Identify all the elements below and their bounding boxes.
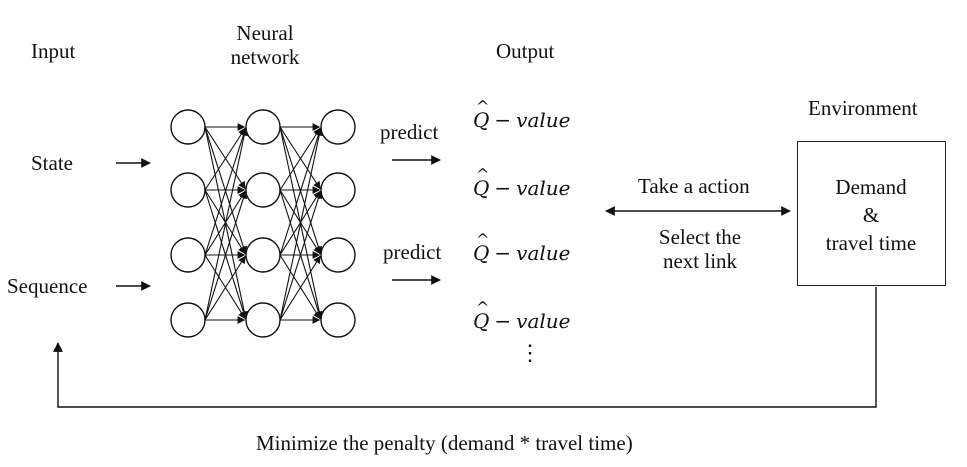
network-node: [245, 172, 281, 208]
environment-ampersand-text: &: [862, 203, 880, 227]
minimize-penalty-label: Minimize the penalty (demand * travel ti…: [256, 431, 633, 455]
network-edge: [204, 254, 246, 320]
q-value-word: value: [516, 176, 571, 200]
q-value-4: ^Q−value: [473, 298, 571, 333]
input-header: Input: [31, 39, 76, 63]
network-edge: [204, 255, 246, 321]
feedback-loop-arrow: [53, 287, 877, 408]
select-next-link-label: Select the next link: [630, 225, 770, 273]
q-minus: −: [494, 176, 512, 200]
q-symbol: ^Q: [473, 97, 490, 132]
environment-box-text: Demand & travel time: [798, 173, 944, 257]
q-value-1: ^Q−value: [473, 97, 571, 132]
q-hat-symbol: ^: [476, 298, 490, 317]
network-edge: [279, 255, 321, 321]
predict-label-top: predict: [380, 120, 439, 144]
network-node: [320, 302, 356, 338]
q-symbol: ^Q: [473, 298, 490, 333]
output-ellipsis: ⋮: [519, 340, 541, 365]
select-next-link-line2: next link: [662, 249, 738, 273]
q-hat-symbol: ^: [476, 230, 490, 249]
q-value-2: ^Q−value: [473, 165, 571, 200]
network-edge: [279, 127, 321, 191]
network-edge: [204, 127, 246, 191]
state-label: State: [31, 151, 73, 175]
environment-header: Environment: [808, 96, 918, 120]
output-header: Output: [496, 39, 555, 63]
environment-demand-text: Demand: [835, 175, 907, 199]
network-edge: [279, 189, 321, 255]
q-symbol: ^Q: [473, 230, 490, 265]
network-nodes: [170, 109, 356, 338]
network-edge: [279, 126, 321, 190]
select-next-link-line1: Select the: [658, 225, 742, 249]
network-node: [170, 302, 206, 338]
network-edge: [204, 127, 249, 321]
q-value-word: value: [516, 309, 571, 333]
network-edge: [204, 190, 248, 321]
q-hat-symbol: ^: [476, 97, 490, 116]
network-edges: [204, 123, 324, 324]
network-node: [170, 109, 206, 145]
predict-label-bottom: predict: [383, 240, 442, 264]
network-node: [170, 172, 206, 208]
q-value-3: ^Q−value: [473, 230, 571, 265]
sequence-label: Sequence: [7, 274, 88, 298]
neural-network-header: Neural network: [215, 21, 315, 69]
network-edge: [204, 127, 248, 256]
environment-travel-time-text: travel time: [825, 231, 917, 255]
network-node: [245, 237, 281, 273]
network-edge: [204, 126, 246, 190]
q-minus: −: [494, 309, 512, 333]
network-node: [245, 302, 281, 338]
neural-network-header-line2: network: [230, 45, 300, 69]
q-value-word: value: [516, 108, 571, 132]
network-edge: [279, 190, 323, 321]
q-symbol: ^Q: [473, 165, 490, 200]
network-edge: [279, 127, 323, 256]
network-node: [320, 237, 356, 273]
network-node: [170, 237, 206, 273]
network-edge: [279, 127, 324, 321]
q-hat-symbol: ^: [476, 165, 490, 184]
neural-network-header-line1: Neural: [236, 21, 294, 45]
environment-box: Demand & travel time: [797, 141, 946, 286]
take-action-label: Take a action: [638, 174, 750, 198]
network-edge: [279, 254, 321, 320]
q-minus: −: [494, 241, 512, 265]
network-edge: [204, 189, 246, 255]
network-node: [320, 109, 356, 145]
q-minus: −: [494, 108, 512, 132]
network-node: [245, 109, 281, 145]
q-value-word: value: [516, 241, 571, 265]
network-node: [320, 172, 356, 208]
